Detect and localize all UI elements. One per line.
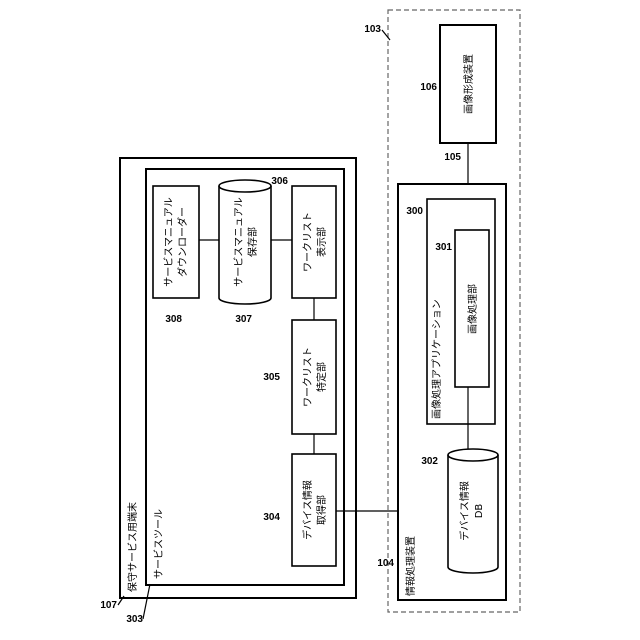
ref-308: 308 <box>165 314 182 325</box>
manual-storage-label-line1: サービスマニュアル <box>233 197 245 286</box>
image-processing-unit-label: 画像処理部 <box>466 284 479 334</box>
device-info-acquire-box <box>292 454 336 566</box>
manual-storage-cylinder <box>219 180 271 304</box>
worklist-display-box <box>292 186 336 298</box>
device-info-db-label-line2: DB <box>474 504 485 519</box>
manual-downloader-label-line2: ダウンローダー <box>176 207 189 277</box>
ref-300: 300 <box>406 206 423 217</box>
device-info-db-label-line1: デバイス情報 <box>458 481 471 541</box>
ref-103: 103 <box>364 24 381 35</box>
image-processing-app-label: 画像処理アプリケーション <box>430 299 443 419</box>
ref-105: 105 <box>444 152 461 163</box>
image-forming-device-label: 画像形成装置 <box>462 54 475 114</box>
ref-107: 107 <box>100 600 117 611</box>
device-info-db-cylinder <box>448 449 498 573</box>
service-tool-label: サービスツール <box>153 509 165 579</box>
leader-103 <box>382 30 390 40</box>
ref-307: 307 <box>235 314 252 325</box>
manual-downloader-box <box>153 186 199 298</box>
ref-303: 303 <box>126 614 143 625</box>
worklist-display-label-line2: 表示部 <box>315 227 328 257</box>
device-info-acquire-label-line1: デバイス情報 <box>301 480 314 540</box>
ref-301: 301 <box>435 242 452 253</box>
worklist-identify-label-line1: ワークリスト <box>302 347 314 407</box>
ref-304: 304 <box>263 512 280 523</box>
ref-104: 104 <box>377 558 394 569</box>
manual-downloader-label-line1: サービスマニュアル <box>163 197 175 286</box>
manual-storage-label-line2: 保存部 <box>246 227 259 257</box>
ref-302: 302 <box>421 456 438 467</box>
info-processing-device-label: 情報処理装置 <box>404 536 417 596</box>
device-info-acquire-label-line2: 取得部 <box>315 495 328 525</box>
worklist-identify-box <box>292 320 336 434</box>
ref-306: 306 <box>271 176 288 187</box>
worklist-identify-label-line2: 特定部 <box>315 362 328 392</box>
ref-305: 305 <box>263 372 280 383</box>
ref-106: 106 <box>420 82 437 93</box>
maintenance-terminal-label: 保守サービス用端末 <box>126 502 139 592</box>
worklist-display-label-line1: ワークリスト <box>302 212 314 272</box>
